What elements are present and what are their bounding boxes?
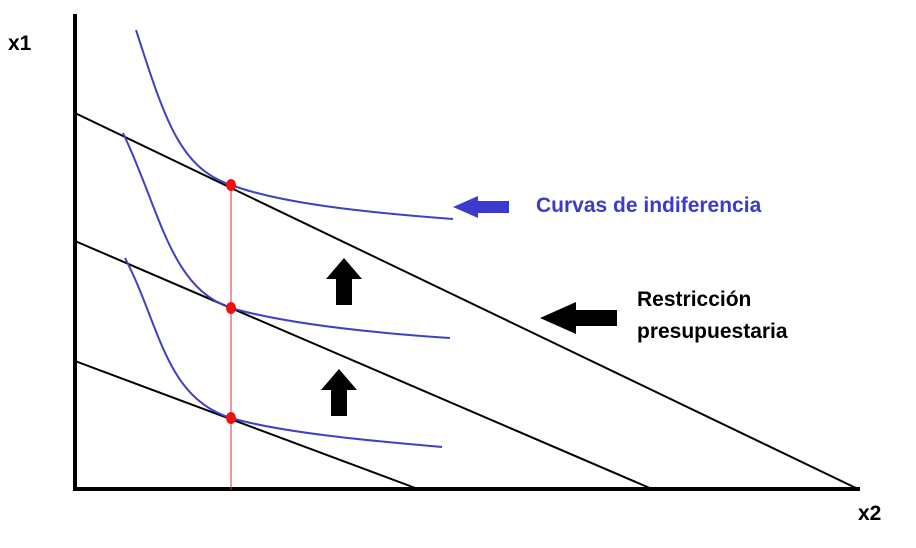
budget-line-high xyxy=(74,112,859,490)
arrow-up-icon xyxy=(321,369,357,416)
tangency-point-high xyxy=(226,179,236,191)
arrow-left-icon xyxy=(540,302,617,334)
tangency-point-low xyxy=(226,412,236,424)
budget-line-low xyxy=(74,360,419,490)
budget-constraint-label-line1: Restricción xyxy=(637,288,751,311)
y-axis-label: x1 xyxy=(8,32,32,55)
budget-constraint-label-line2: presupuestaria xyxy=(637,320,788,343)
budget-line-mid xyxy=(74,240,653,490)
indifference-curve-high xyxy=(135,29,454,220)
arrow-up-icon xyxy=(326,258,362,305)
arrow-left-icon xyxy=(453,196,509,218)
indifference-curves-label: Curvas de indiferencia xyxy=(536,194,762,217)
tangency-point-mid xyxy=(226,302,236,314)
indifference-curve-mid xyxy=(122,132,451,339)
indifference-curve-low xyxy=(124,257,443,448)
x-axis-label: x2 xyxy=(858,502,881,525)
